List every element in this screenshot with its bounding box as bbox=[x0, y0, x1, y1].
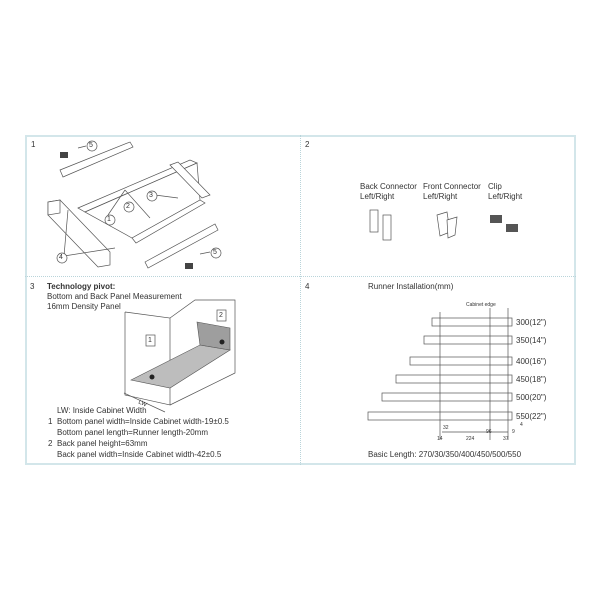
panel-subtitle: 16mm Density Panel bbox=[47, 302, 121, 311]
panel-number: 1 bbox=[31, 140, 36, 149]
connector-parts-drawing bbox=[369, 209, 518, 241]
dimension-label: 32 bbox=[443, 425, 449, 431]
callout-label: 2 bbox=[219, 312, 223, 319]
length-label: 400(16") bbox=[516, 357, 547, 366]
part-side: Left/Right bbox=[360, 192, 395, 201]
length-label: 500(20") bbox=[516, 393, 547, 402]
divider bbox=[300, 135, 301, 465]
callout-label: 1 bbox=[107, 216, 111, 223]
dimension-label: 9 bbox=[512, 429, 515, 435]
dimension-label: 224 bbox=[466, 436, 475, 442]
panel-number: 3 bbox=[30, 282, 35, 291]
callout-label: 5 bbox=[213, 249, 217, 256]
note-number: 1 bbox=[48, 417, 53, 426]
panel-title: Technology pivot: bbox=[47, 282, 116, 291]
part-name: Front Connector bbox=[423, 182, 481, 191]
panel-title: Runner Installation(mm) bbox=[368, 282, 454, 291]
length-label: 550(22") bbox=[516, 412, 547, 421]
note-text: Bottom panel length=Runner length-20mm bbox=[57, 428, 208, 437]
dimension-label: 96 bbox=[486, 429, 492, 435]
length-label: 450(18") bbox=[516, 375, 547, 384]
callout-label: 2 bbox=[126, 203, 130, 210]
cabinet-edge-label: Cabinet edge bbox=[466, 302, 496, 308]
note-number: 2 bbox=[48, 439, 53, 448]
callout-label: 4 bbox=[59, 254, 63, 261]
part-name: Clip bbox=[488, 182, 502, 191]
cabinet-panel-drawing bbox=[123, 299, 236, 413]
length-label: 300(12") bbox=[516, 318, 547, 327]
part-name: Back Connector bbox=[360, 182, 417, 191]
basic-length: Basic Length: 270/30/350/400/450/500/550 bbox=[368, 450, 522, 459]
part-side: Left/Right bbox=[488, 192, 523, 201]
part-side: Left/Right bbox=[423, 192, 458, 201]
panel-number: 4 bbox=[305, 282, 310, 291]
length-label: 350(14") bbox=[516, 336, 547, 345]
clip-icon bbox=[60, 152, 68, 158]
note-text: Back panel height=63mm bbox=[57, 439, 148, 448]
callout-label: 1 bbox=[148, 337, 152, 344]
runner-lengths-drawing bbox=[367, 308, 513, 440]
clip-icon bbox=[185, 263, 193, 269]
dimension-label: 37 bbox=[503, 436, 509, 442]
callout-label: 3 bbox=[149, 192, 153, 199]
note-text: Bottom panel width=Inside Cabinet width-… bbox=[57, 417, 229, 426]
dimension-label: 4 bbox=[520, 422, 523, 428]
panel-number: 2 bbox=[305, 140, 310, 149]
legend-text: LW: Inside Cabinet Width bbox=[57, 406, 147, 415]
dimension-label: 14 bbox=[437, 436, 443, 442]
note-text: Back panel width=Inside Cabinet width-42… bbox=[57, 450, 222, 459]
panel-subtitle: Bottom and Back Panel Measurement bbox=[47, 292, 182, 301]
drawer-exploded-drawing bbox=[47, 140, 222, 269]
callout-label: 5 bbox=[89, 142, 93, 149]
